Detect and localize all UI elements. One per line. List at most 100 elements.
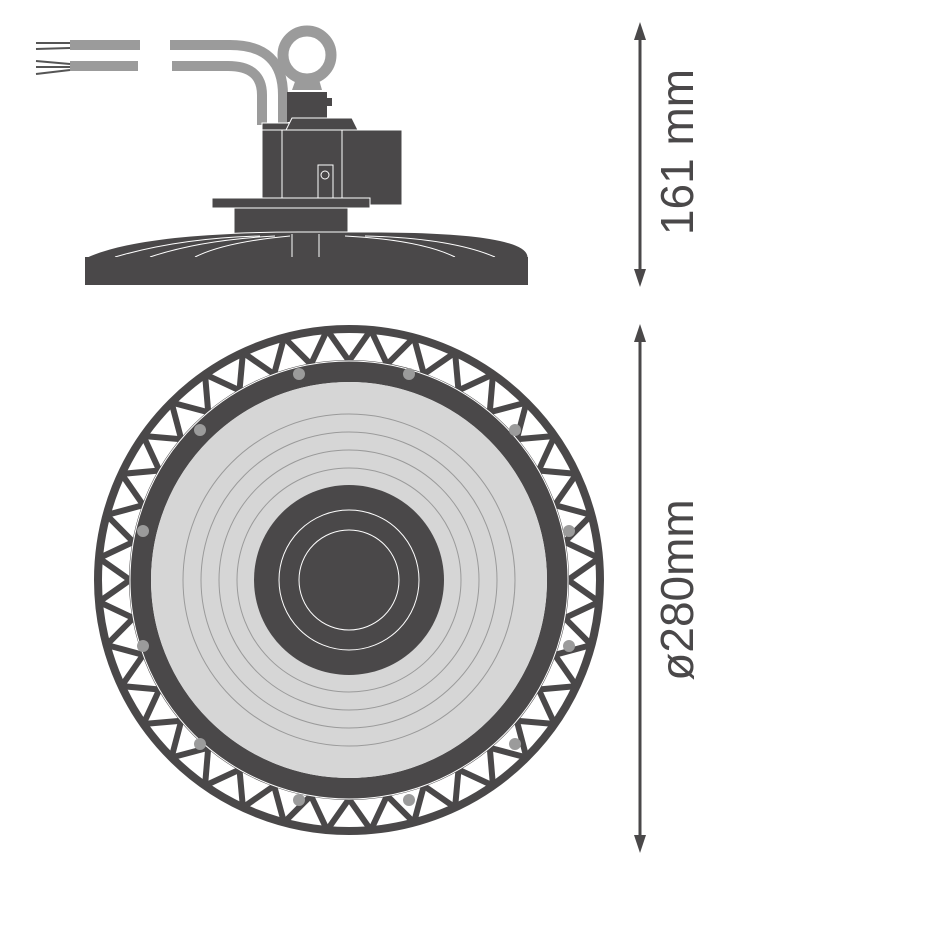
fin bbox=[516, 433, 555, 443]
fin bbox=[121, 683, 160, 693]
lens-ring bbox=[218, 449, 480, 711]
fin bbox=[457, 371, 495, 394]
screw-icon bbox=[293, 368, 305, 380]
fin bbox=[271, 336, 287, 375]
fin bbox=[119, 472, 146, 507]
screw-icon bbox=[563, 525, 575, 537]
screws bbox=[137, 368, 575, 806]
fin bbox=[452, 769, 462, 808]
fin bbox=[411, 785, 427, 824]
fin bbox=[552, 472, 579, 507]
fin bbox=[308, 794, 330, 832]
heat-sink-dome bbox=[84, 231, 529, 285]
fin bbox=[143, 433, 182, 443]
fin bbox=[105, 502, 144, 518]
fin bbox=[563, 539, 601, 561]
screw-icon bbox=[137, 640, 149, 652]
fin bbox=[203, 766, 241, 789]
housing-ring bbox=[129, 360, 569, 800]
fin bbox=[368, 328, 390, 366]
driver-housing bbox=[211, 117, 403, 235]
fin bbox=[281, 793, 314, 825]
fin bbox=[168, 720, 185, 759]
screw-icon bbox=[563, 640, 575, 652]
fin bbox=[202, 374, 212, 413]
fin bbox=[236, 352, 246, 391]
fin bbox=[236, 769, 246, 808]
fin bbox=[489, 744, 528, 761]
lens-rings bbox=[182, 413, 516, 747]
lens-ring bbox=[200, 431, 498, 729]
screw-icon bbox=[194, 738, 206, 750]
height-label: 161 mm bbox=[651, 69, 703, 235]
fin bbox=[346, 328, 374, 363]
fin bbox=[281, 335, 314, 367]
fin bbox=[384, 335, 417, 367]
height-dimension bbox=[634, 22, 646, 287]
power-cables bbox=[70, 40, 288, 125]
fin bbox=[168, 401, 185, 440]
screw-icon bbox=[137, 525, 149, 537]
fin bbox=[368, 794, 390, 832]
fin bbox=[97, 577, 132, 605]
fin bbox=[566, 555, 601, 583]
fin bbox=[346, 797, 374, 832]
outer-rim bbox=[94, 325, 604, 835]
fin bbox=[241, 783, 276, 810]
screw-icon bbox=[509, 424, 521, 436]
fin bbox=[538, 683, 577, 693]
fin bbox=[516, 717, 555, 727]
screw-icon bbox=[403, 794, 415, 806]
screw-icon bbox=[509, 738, 521, 750]
bottom-view bbox=[94, 325, 604, 835]
hub-ring bbox=[278, 509, 420, 651]
fin bbox=[535, 688, 558, 726]
fin bbox=[140, 688, 163, 726]
fin bbox=[140, 434, 163, 472]
fin bbox=[552, 653, 579, 688]
fin bbox=[562, 512, 594, 545]
fin bbox=[308, 328, 330, 366]
fin bbox=[203, 371, 241, 394]
fin bbox=[143, 717, 182, 727]
fin bbox=[324, 797, 352, 832]
fin bbox=[486, 747, 496, 786]
fin bbox=[538, 467, 577, 477]
fin bbox=[562, 615, 594, 648]
fin bbox=[489, 399, 528, 416]
fin bbox=[121, 467, 160, 477]
screw-icon bbox=[403, 368, 415, 380]
fin bbox=[422, 783, 457, 810]
fin bbox=[384, 793, 417, 825]
eye-bolt bbox=[277, 25, 337, 122]
cooling-fins bbox=[97, 328, 601, 832]
fin bbox=[97, 599, 135, 621]
cable-wire-ends bbox=[35, 42, 71, 75]
lens-ring bbox=[236, 467, 462, 693]
screw-icon bbox=[293, 794, 305, 806]
fin bbox=[452, 352, 462, 391]
fin bbox=[486, 374, 496, 413]
fin bbox=[411, 336, 427, 375]
diameter-dimension bbox=[634, 324, 646, 853]
fin bbox=[324, 328, 352, 363]
fin bbox=[170, 399, 209, 416]
fin bbox=[513, 720, 530, 759]
fin bbox=[104, 512, 136, 545]
fin bbox=[105, 642, 144, 658]
center-hub bbox=[254, 485, 444, 675]
fin bbox=[422, 350, 457, 377]
side-view bbox=[35, 25, 529, 285]
fin bbox=[566, 577, 601, 605]
fin bbox=[457, 766, 495, 789]
lens-ring bbox=[182, 413, 516, 747]
fin bbox=[554, 502, 593, 518]
fin bbox=[271, 785, 287, 824]
fin bbox=[104, 615, 136, 648]
fin bbox=[241, 350, 276, 377]
fin bbox=[97, 555, 132, 583]
fin bbox=[119, 653, 146, 688]
fin bbox=[202, 747, 212, 786]
fin bbox=[97, 539, 135, 561]
